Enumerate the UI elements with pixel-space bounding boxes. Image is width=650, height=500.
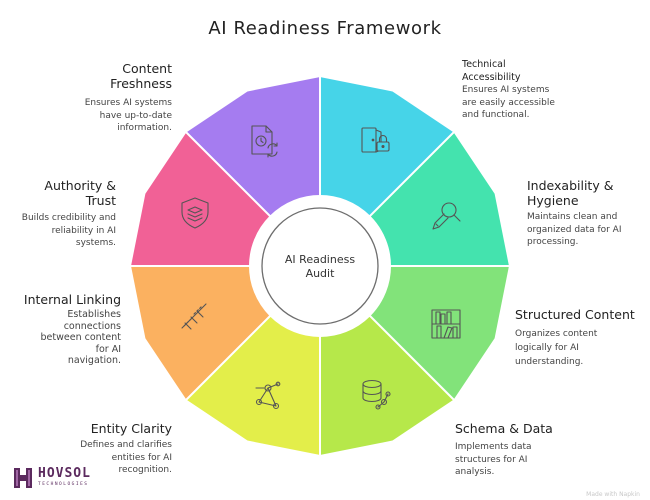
entity-clarity-desc-2: entities for AI: [111, 452, 172, 463]
technical-accessibility-desc-1: Ensures AI systems: [462, 85, 550, 95]
entity-clarity-desc-3: recognition.: [118, 465, 172, 475]
magnifier-brush-icon: [432, 202, 461, 230]
content-freshness-desc-2: have up-to-date: [99, 110, 172, 121]
technical-accessibility-desc-3: and functional.: [462, 110, 530, 120]
label-internal-linking: Internal Linking Establishes connections…: [0, 292, 121, 367]
logo-subtext: TECHNOLOGIES: [38, 482, 89, 487]
label-technical-accessibility: Technical Accessibility Ensures AI syste…: [462, 58, 632, 122]
content-freshness-desc-3: information.: [117, 123, 172, 133]
center-label-line1: AI Readiness: [284, 253, 356, 266]
indexability-desc-3: processing.: [527, 237, 579, 247]
label-entity-clarity: Entity Clarity Defines and clarifies ent…: [2, 421, 172, 477]
hovsol-logo: HOVSOL TECHNOLOGIES: [12, 466, 102, 492]
database-network-icon: [362, 379, 391, 410]
document-refresh-icon: [251, 125, 278, 158]
label-schema-data: Schema & Data Implements data structures…: [455, 421, 605, 479]
schema-data-desc-1: Implements data: [455, 442, 532, 452]
schema-data-desc-3: analysis.: [455, 467, 495, 477]
content-freshness-heading-1: Content: [122, 61, 172, 76]
center-circle: [261, 207, 379, 325]
authority-trust-heading-1: Authority &: [44, 178, 116, 193]
structured-content-desc-2: logically for AI: [515, 343, 579, 353]
authority-trust-desc-2: reliability in AI: [51, 225, 116, 236]
structured-content-desc-1: Organizes content: [515, 329, 598, 339]
authority-trust-desc-1: Builds credibility and: [21, 213, 116, 223]
internal-linking-heading: Internal Linking: [23, 292, 121, 307]
schema-data-desc-2: structures for AI: [455, 454, 528, 465]
internal-linking-desc-3: between content: [40, 332, 121, 343]
entity-clarity-heading: Entity Clarity: [90, 421, 172, 436]
internal-linking-desc-1: Establishes: [67, 309, 121, 320]
indexability-heading-2: Hygiene: [527, 193, 579, 208]
internal-linking-desc-5: navigation.: [67, 355, 121, 366]
technical-accessibility-desc-2: are easily accessible: [462, 97, 555, 108]
hovsol-logo-mark: [14, 468, 32, 488]
label-content-freshness: Content Freshness Ensures AI systems hav…: [2, 61, 172, 135]
internal-linking-desc-2: connections: [63, 320, 121, 332]
entity-clarity-desc-1: Defines and clarifies: [80, 440, 172, 450]
technical-accessibility-heading-1: Technical: [462, 59, 506, 70]
authority-trust-heading-2: Trust: [85, 193, 116, 208]
node-graph-icon: [255, 381, 281, 410]
indexability-desc-2: organized data for AI: [527, 224, 622, 235]
structured-content-heading: Structured Content: [515, 307, 635, 322]
indexability-heading-1: Indexability &: [527, 178, 614, 193]
napkin-watermark: Made with Napkin: [586, 491, 640, 498]
shield-icon: [181, 197, 209, 229]
center-label: AI Readiness Audit: [270, 253, 370, 281]
label-authority-trust: Authority & Trust Builds credibility and…: [0, 178, 116, 250]
structured-content-desc-3: understanding.: [515, 357, 584, 367]
technical-accessibility-heading-2: Accessibility: [462, 72, 521, 83]
label-indexability-hygiene: Indexability & Hygiene Maintains clean a…: [527, 178, 645, 249]
door-lock-icon: [361, 127, 390, 153]
label-structured-content: Structured Content Organizes content log…: [515, 307, 645, 369]
diagram-title: AI Readiness Framework: [208, 18, 442, 39]
logo-text: HOVSOL: [38, 466, 91, 481]
chain-link-icon: [181, 303, 207, 330]
internal-linking-desc-4: for AI: [95, 343, 121, 355]
schema-data-heading: Schema & Data: [455, 421, 553, 436]
content-freshness-desc-1: Ensures AI systems: [84, 98, 172, 108]
indexability-desc-1: Maintains clean and: [527, 212, 618, 222]
content-freshness-heading-2: Freshness: [110, 76, 172, 91]
center-label-line2: Audit: [305, 267, 335, 280]
authority-trust-desc-3: systems.: [75, 238, 116, 248]
bookshelf-icon: [431, 309, 461, 339]
